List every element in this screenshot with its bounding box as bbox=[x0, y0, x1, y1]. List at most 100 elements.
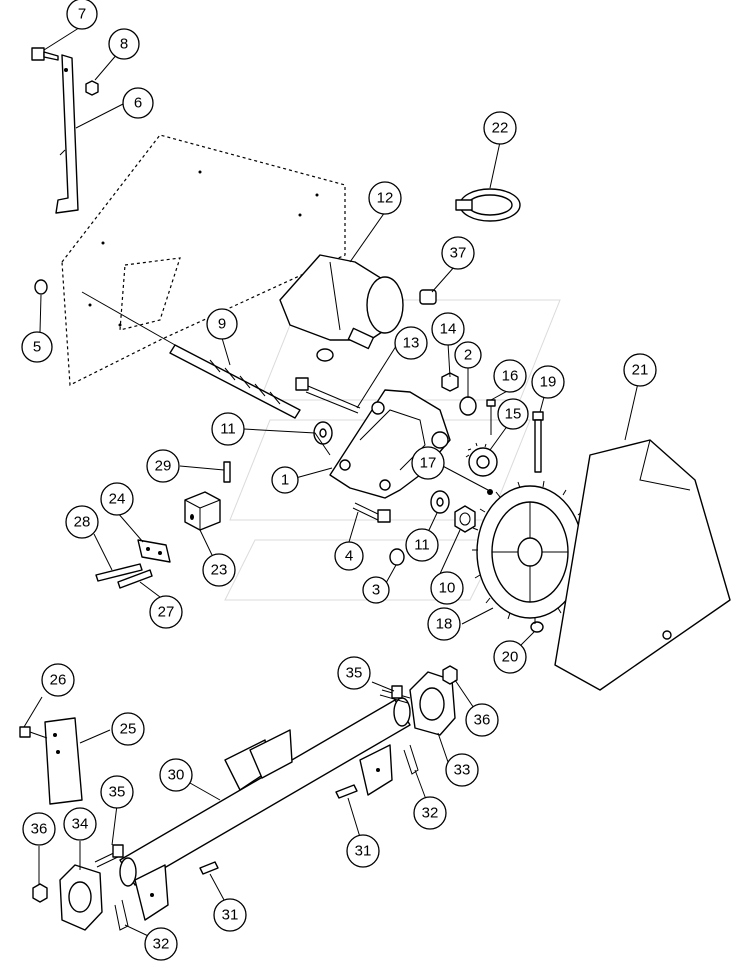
svg-text:34: 34 bbox=[72, 816, 89, 833]
shaft-bracket-upper bbox=[224, 729, 293, 791]
svg-text:16: 16 bbox=[502, 368, 519, 385]
callout-1: 1 bbox=[271, 466, 299, 494]
callout-32-upper: 32 bbox=[413, 796, 447, 830]
svg-text:4: 4 bbox=[345, 548, 353, 565]
small-gear-part-15 bbox=[465, 442, 498, 477]
flange-bearing-part-33 bbox=[409, 671, 456, 736]
callout-10: 10 bbox=[430, 571, 464, 605]
bracket-strip-part-6 bbox=[55, 54, 79, 214]
svg-text:21: 21 bbox=[632, 362, 649, 379]
pin-part-31-upper bbox=[335, 784, 358, 799]
bushing-part-3 bbox=[389, 548, 405, 566]
block-part-23 bbox=[184, 491, 221, 531]
svg-text:7: 7 bbox=[78, 6, 86, 23]
callout-27: 27 bbox=[149, 595, 183, 629]
callout-4: 4 bbox=[334, 541, 364, 571]
callout-24: 24 bbox=[100, 482, 134, 516]
shaft-part-30 bbox=[119, 697, 411, 887]
nut-part-5 bbox=[34, 279, 48, 295]
callout-31-upper: 31 bbox=[346, 834, 380, 868]
callout-2: 2 bbox=[454, 341, 482, 369]
callout-37: 37 bbox=[441, 236, 475, 270]
clip-part-32-upper bbox=[403, 744, 419, 775]
bolt-part-7 bbox=[31, 47, 59, 61]
pin-part-28 bbox=[95, 563, 143, 582]
svg-text:6: 6 bbox=[134, 95, 142, 112]
svg-text:26: 26 bbox=[50, 672, 67, 689]
washer-part-11-upper bbox=[313, 421, 333, 445]
svg-text:32: 32 bbox=[422, 805, 439, 822]
callout-34: 34 bbox=[63, 807, 97, 841]
callout-17: 17 bbox=[411, 446, 445, 480]
svg-text:15: 15 bbox=[505, 406, 522, 423]
shaft-bracket-left bbox=[134, 864, 169, 921]
callout-15: 15 bbox=[497, 398, 529, 430]
svg-text:14: 14 bbox=[440, 321, 457, 338]
nut-part-36-lower bbox=[32, 883, 48, 903]
svg-text:20: 20 bbox=[502, 649, 519, 666]
callout-23: 23 bbox=[202, 553, 236, 587]
svg-text:9: 9 bbox=[218, 316, 226, 333]
svg-text:24: 24 bbox=[109, 491, 126, 508]
callout-22: 22 bbox=[483, 111, 517, 145]
svg-text:8: 8 bbox=[120, 36, 128, 53]
svg-text:37: 37 bbox=[450, 245, 467, 262]
svg-text:29: 29 bbox=[155, 458, 172, 475]
callout-18: 18 bbox=[427, 607, 461, 641]
callout-8: 8 bbox=[108, 28, 140, 60]
svg-text:13: 13 bbox=[403, 335, 420, 352]
svg-text:11: 11 bbox=[220, 421, 236, 438]
nut-part-8 bbox=[85, 80, 99, 96]
svg-text:31: 31 bbox=[222, 907, 239, 924]
bolt-part-35-upper bbox=[379, 685, 411, 704]
callout-36-lower: 36 bbox=[22, 812, 56, 846]
callout-14: 14 bbox=[431, 312, 465, 346]
nut-part-10 bbox=[454, 505, 476, 533]
svg-text:12: 12 bbox=[377, 190, 394, 207]
callout-31-lower: 31 bbox=[213, 898, 247, 932]
bushing-part-37 bbox=[419, 289, 437, 305]
callout-9: 9 bbox=[206, 308, 238, 340]
callout-13: 13 bbox=[394, 326, 428, 360]
svg-text:11: 11 bbox=[414, 537, 430, 554]
threaded-rod-part-9 bbox=[81, 291, 301, 419]
callout-3: 3 bbox=[362, 576, 390, 604]
callout-33: 33 bbox=[445, 753, 479, 787]
svg-text:2: 2 bbox=[464, 347, 472, 364]
callout-7: 7 bbox=[66, 0, 98, 30]
plate-part-25 bbox=[44, 717, 83, 805]
hose-clamp-part-22 bbox=[455, 188, 521, 222]
svg-text:27: 27 bbox=[158, 604, 175, 621]
shaft-bracket-right bbox=[359, 744, 393, 796]
svg-text:32: 32 bbox=[153, 936, 170, 953]
svg-text:36: 36 bbox=[31, 821, 48, 838]
callout-11-lower: 11 bbox=[405, 528, 439, 562]
svg-text:22: 22 bbox=[492, 120, 509, 137]
bolt-part-26 bbox=[19, 726, 48, 739]
callout-30: 30 bbox=[159, 758, 193, 792]
callout-35-upper: 35 bbox=[337, 656, 371, 690]
svg-text:17: 17 bbox=[420, 455, 437, 472]
callout-11-upper: 11 bbox=[211, 412, 245, 446]
svg-text:18: 18 bbox=[436, 616, 453, 633]
svg-text:23: 23 bbox=[211, 562, 228, 579]
callout-25: 25 bbox=[111, 712, 145, 746]
svg-text:31: 31 bbox=[355, 843, 372, 860]
svg-text:19: 19 bbox=[540, 374, 557, 391]
bolt-part-35-lower bbox=[94, 844, 124, 868]
callout-26: 26 bbox=[41, 663, 75, 697]
gear-cover-part-21 bbox=[554, 439, 731, 691]
pin-part-29 bbox=[223, 461, 231, 483]
nut-part-17 bbox=[487, 489, 493, 495]
svg-text:35: 35 bbox=[109, 784, 126, 801]
callout-5: 5 bbox=[21, 331, 53, 363]
svg-text:30: 30 bbox=[168, 767, 185, 784]
svg-text:28: 28 bbox=[74, 514, 91, 531]
callout-32-lower: 32 bbox=[144, 927, 178, 961]
pin-part-31-lower bbox=[199, 861, 219, 875]
bolt-part-16 bbox=[486, 399, 496, 435]
flange-bearing-part-34 bbox=[59, 864, 103, 931]
bolt-part-19 bbox=[532, 411, 544, 473]
pin-part-27 bbox=[117, 569, 153, 589]
bushing-part-2 bbox=[459, 396, 477, 416]
